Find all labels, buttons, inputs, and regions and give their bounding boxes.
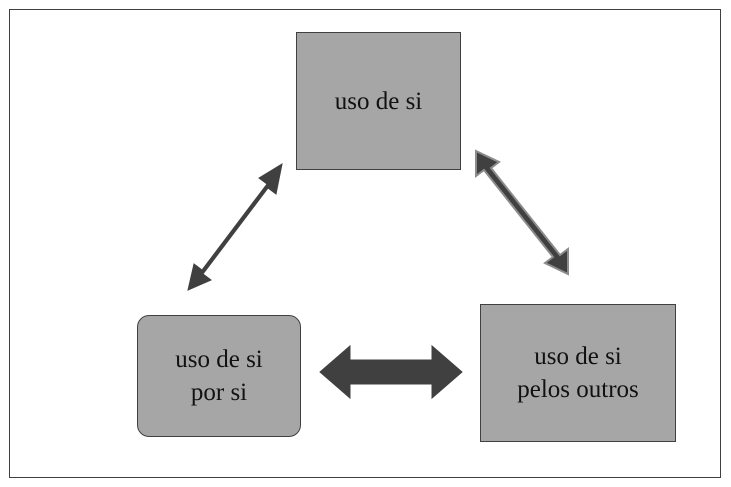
node-label: uso de si por si	[175, 346, 263, 406]
node-uso-de-si: uso de si	[296, 32, 461, 170]
node-uso-de-si-pelos-outros: uso de si pelos outros	[480, 304, 676, 442]
node-label: uso de si	[334, 87, 423, 115]
node-label: uso de si pelos outros	[517, 343, 639, 403]
node-uso-de-si-por-si: uso de si por si	[137, 315, 301, 437]
double-arrow-left-top	[187, 162, 283, 291]
double-arrow-left-right	[319, 344, 463, 400]
double-arrow-top-right	[475, 149, 569, 276]
